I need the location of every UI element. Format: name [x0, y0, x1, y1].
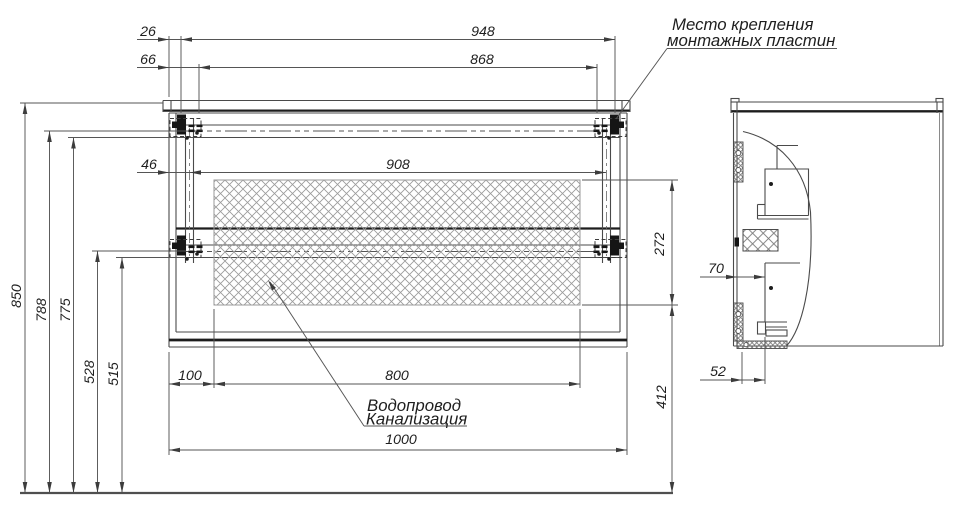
dimension-left-heights: 850 788 775 528 515 [9, 102, 186, 493]
dim-side-inset: 100 [178, 368, 202, 384]
dim-lower-plate-axis-height: 528 [82, 360, 98, 384]
cabinet-body-front [168, 113, 628, 348]
dimension-right-heights: 272 412 [582, 179, 678, 493]
dim-upper-rail-height: 775 [58, 298, 74, 322]
plumbing-note: Водопровод Канализация [268, 280, 467, 429]
mounting-note-line2: монтажных пластин [667, 31, 835, 50]
drawer-opening-hatch [213, 179, 581, 306]
curved-front-profile [742, 130, 812, 347]
dimension-row-66-868: 66 868 [137, 52, 598, 113]
dim-slides-span: 908 [386, 157, 410, 173]
bottom-rail-side [736, 340, 788, 349]
plumbing-note-line1: Водопровод [367, 396, 461, 415]
dimension-side-52: 52 [700, 337, 766, 384]
mounting-bracket-mid-left [169, 235, 203, 261]
dim-plates-outer-width: 948 [471, 24, 495, 40]
mounting-note-line1: Место крепления [672, 15, 813, 34]
slide-block-side [734, 229, 779, 252]
mounting-bracket-mid-right [593, 235, 627, 261]
side-view [730, 97, 944, 349]
dim-opening-width: 800 [385, 368, 409, 384]
lower-drawer-side [756, 262, 800, 337]
dim-rail-edge-offset: 66 [140, 52, 156, 68]
dimension-row-26-948: 26 948 [137, 24, 616, 113]
mounting-bracket-top-right [593, 114, 627, 140]
dimension-row-46-908: 46 908 [137, 157, 606, 175]
dim-slide-offset: 46 [141, 157, 157, 173]
dim-overall-width: 1000 [385, 432, 417, 448]
dim-back-to-drawer-bottom: 52 [710, 364, 726, 380]
wall-plate-bottom-side [733, 302, 744, 342]
upper-drawer-side [756, 144, 810, 220]
countertop-front [162, 99, 631, 114]
dimension-row-1000: 1000 [169, 352, 628, 455]
dim-lower-rail-height: 515 [106, 362, 122, 386]
mounting-plates-note: Место крепления монтажных пластин [615, 15, 837, 120]
countertop-side [730, 97, 944, 113]
dimension-side-70: 70 [700, 261, 765, 280]
dim-rails-inner-width: 868 [470, 52, 494, 68]
dim-underside-clearance: 412 [654, 385, 670, 409]
dim-upper-plate-axis-height: 788 [34, 298, 50, 322]
dim-plate-edge-offset: 26 [139, 24, 156, 40]
wall-plate-top-side [733, 141, 744, 183]
mounting-bracket-top-left [169, 114, 203, 140]
dimension-row-100-800: 100 800 [168, 309, 581, 455]
dim-overall-height: 850 [9, 284, 25, 308]
front-view [162, 99, 631, 348]
dim-drawer-opening-height: 272 [652, 232, 668, 257]
plumbing-note-line2: Канализация [366, 410, 467, 429]
dim-back-to-drawer: 70 [708, 261, 724, 277]
